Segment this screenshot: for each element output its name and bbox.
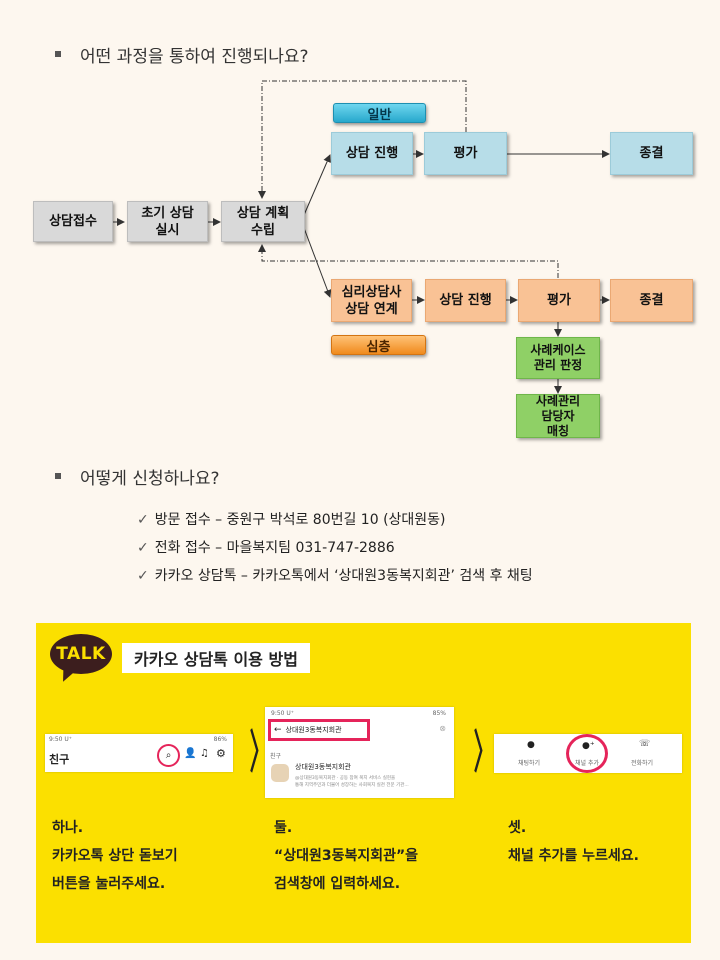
deep-close-text: 종결: [639, 293, 664, 308]
screenshot-channel: ● 채팅하기 ●⁺ 채널 추가 ☏ 전화하기: [494, 734, 682, 773]
deep-eval-text: 평가: [547, 293, 571, 308]
music-icon[interactable]: ♫: [200, 748, 209, 759]
flow-connectors: [113, 80, 610, 394]
screenshot-friends: 9:50 U⁺ 86% 친구 ⌕ 👤 ♫ ⚙: [45, 734, 233, 772]
apply-kakao-text: 카카오 상담톡 – 카카오톡에서 ‘상대원3동복지회관’ 검색 후 채팅: [154, 568, 533, 584]
case-judge-box: 사례케이스 관리 판정: [516, 337, 600, 379]
result-name[interactable]: 상대원3동복지회관: [295, 763, 351, 771]
step-1: 하나. 카카오톡 상단 돋보기 버튼을 눌러주세요.: [52, 814, 178, 898]
chat-icon[interactable]: ●: [527, 740, 535, 750]
kakao-guide-title: 카카오 상담톡 이용 방법: [122, 643, 310, 673]
kakao-guide-panel: TALK 카카오 상담톡 이용 방법 9:50 U⁺ 86% 친구 ⌕ 👤 ♫ …: [36, 623, 691, 943]
apply-phone-text: 전화 접수 – 마을복지팀 031-747-2886: [154, 540, 395, 556]
check-icon: ✓: [137, 512, 149, 528]
kakao-talk-logo: TALK: [50, 634, 112, 674]
step-3-line1: 채널 추가를 누르세요.: [508, 848, 639, 864]
case-manager-box: 사례관리 담당자 매칭: [516, 394, 600, 438]
general-eval-text: 평가: [453, 146, 478, 161]
general-eval-box: 평가: [424, 132, 507, 175]
channel-add-label[interactable]: 채널 추가: [575, 760, 599, 767]
clear-icon[interactable]: ⊗: [439, 724, 446, 733]
reception-box: 상담접수: [33, 201, 113, 242]
step-2-line2: 검색창에 입력하세요.: [274, 876, 401, 892]
step-2: 둘. “상대원3동복지회관”을 검색창에 입력하세요.: [274, 814, 418, 898]
check-icon: ✓: [137, 568, 149, 584]
case-judge-line1: 사례케이스: [530, 343, 586, 357]
deep-track-label: 심층: [331, 335, 426, 355]
general-progress-box: 상담 진행: [331, 132, 413, 175]
deep-progress-text: 상담 진행: [439, 293, 492, 308]
general-progress-text: 상담 진행: [345, 146, 399, 161]
psych-link-line1: 심리상담사: [341, 284, 402, 300]
general-close-box: 종결: [610, 132, 693, 175]
apply-visit-text: 방문 접수 – 중원구 박석로 80번길 10 (상대원동): [154, 512, 446, 528]
initial-consult-line2: 실시: [155, 222, 180, 238]
psych-link-line2: 상담 연계: [345, 301, 398, 317]
plan-box: 상담 계획 수립: [221, 201, 305, 242]
section1-heading: 어떤 과정을 통하여 진행되나요?: [80, 47, 309, 67]
step-3-num: 셋.: [508, 820, 527, 836]
friends-tab-label: 친구: [49, 753, 70, 766]
add-friend-icon[interactable]: 👤: [184, 748, 197, 759]
status-time: 9:50 U⁺: [49, 736, 72, 743]
result-desc-line2: 통해 지역주민과 더불어 성장하는 사회복지 실천 전문 기관...: [295, 783, 409, 788]
general-close-text: 종결: [639, 146, 664, 161]
result-avatar: [271, 764, 289, 782]
case-manager-line1: 사례관리: [535, 393, 581, 408]
plan-line2: 수립: [251, 222, 275, 238]
reception-text: 상담접수: [49, 214, 97, 229]
result-desc-line1: @상대원3동복지회관 · 공동 참여 복지 서비스 실현을: [295, 776, 396, 781]
status-battery: 86%: [213, 736, 227, 743]
next-arrow-2: 〉: [473, 725, 495, 779]
initial-consult-box: 초기 상담 실시: [127, 201, 208, 242]
back-arrow-icon: ←: [274, 725, 282, 735]
search-icon[interactable]: ⌕: [157, 744, 180, 767]
status-battery: 85%: [432, 710, 446, 717]
result-section-label: 친구: [270, 753, 282, 760]
initial-consult-line1: 초기 상담: [141, 205, 194, 221]
section1-bullet: [55, 51, 61, 57]
search-field-highlight[interactable]: ← 상대원3동복지회관: [268, 719, 370, 741]
deep-progress-box: 상담 진행: [425, 279, 506, 322]
channel-add-icon[interactable]: ●⁺: [582, 741, 595, 751]
status-time: 9:50 U⁺: [271, 710, 294, 717]
channel-add-highlight[interactable]: [566, 734, 608, 773]
deep-close-box: 종결: [610, 279, 693, 322]
apply-visit: ✓ 방문 접수 – 중원구 박석로 80번길 10 (상대원동): [137, 509, 446, 529]
case-manager-line3: 매칭: [546, 423, 570, 438]
chat-button-label[interactable]: 채팅하기: [518, 760, 541, 767]
search-field-text: 상대원3동복지회관: [285, 726, 342, 734]
step-2-line1: “상대원3동복지회관”을: [274, 848, 419, 864]
step-2-num: 둘.: [274, 820, 293, 836]
gear-icon[interactable]: ⚙: [216, 747, 226, 760]
plan-line1: 상담 계획: [236, 205, 290, 221]
step-1-line1: 카카오톡 상단 돋보기: [52, 848, 178, 864]
case-judge-line2: 관리 판정: [533, 358, 583, 372]
step-3: 셋. 채널 추가를 누르세요.: [508, 814, 639, 870]
deep-eval-box: 평가: [518, 279, 600, 322]
check-icon: ✓: [137, 540, 149, 556]
apply-phone: ✓ 전화 접수 – 마을복지팀 031-747-2886: [137, 537, 395, 557]
apply-kakao: ✓ 카카오 상담톡 – 카카오톡에서 ‘상대원3동복지회관’ 검색 후 채팅: [137, 565, 533, 585]
case-manager-line2: 담당자: [541, 408, 575, 423]
psych-link-box: 심리상담사 상담 연계: [331, 279, 412, 322]
call-button-label[interactable]: 전화하기: [631, 760, 654, 767]
step-1-line2: 버튼을 눌러주세요.: [52, 876, 166, 892]
section2-bullet: [55, 473, 61, 479]
step-1-num: 하나.: [52, 820, 84, 836]
phone-icon[interactable]: ☏: [639, 739, 651, 749]
screenshot-search: 9:50 U⁺ 85% ← 상대원3동복지회관 ⊗ 친구 상대원3동복지회관 @…: [265, 707, 454, 798]
section2-heading: 어떻게 신청하나요?: [80, 469, 220, 489]
general-track-label: 일반: [333, 103, 426, 123]
